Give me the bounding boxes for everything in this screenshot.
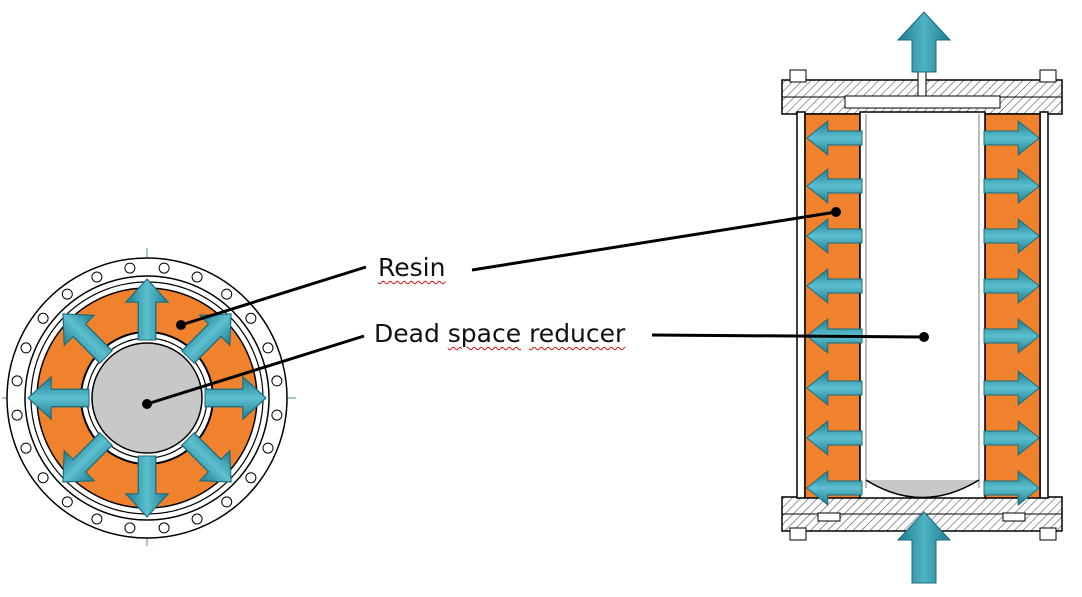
bolt-holes xyxy=(11,262,283,534)
bolt-hole xyxy=(37,472,49,484)
top-plate xyxy=(844,95,1001,109)
dead-space-word2: space xyxy=(447,319,522,348)
dead-space-reducer-core xyxy=(91,342,203,454)
bolt-hole xyxy=(262,442,274,454)
bolt-hole xyxy=(271,409,283,421)
bolt-hole xyxy=(221,496,233,508)
bolt-hole xyxy=(91,271,103,283)
resin-leader-right xyxy=(471,210,837,272)
dead-space-word1: Dead xyxy=(374,319,448,348)
bolt-hole xyxy=(262,342,274,354)
cross-section-view xyxy=(2,248,296,546)
housing-wall-left xyxy=(796,111,806,499)
bolt-hole xyxy=(20,342,32,354)
resin-leader-left xyxy=(180,265,367,327)
longitudinal-section-view xyxy=(781,11,1063,584)
bolt-hole xyxy=(91,513,103,525)
bolt-hole xyxy=(271,375,283,387)
inlet-arrow-icon xyxy=(896,511,952,584)
bolt-hole xyxy=(61,496,73,508)
bottom-bolt-1 xyxy=(789,527,807,541)
bolt-hole xyxy=(11,409,23,421)
bolt-hole xyxy=(191,513,203,525)
dead-space-reducer-tube xyxy=(859,111,986,499)
dead-space-reducer-label: Dead space reducer xyxy=(374,319,625,348)
top-bolt-1 xyxy=(789,69,807,83)
resin-label: Resin xyxy=(378,253,445,282)
bolt-hole xyxy=(158,522,170,534)
reducer-end-cap xyxy=(865,479,980,499)
bolt-hole xyxy=(158,262,170,274)
housing-wall-right xyxy=(1039,111,1049,499)
bolt-hole xyxy=(191,271,203,283)
resin-label-text: Resin xyxy=(378,253,446,282)
bolt-hole xyxy=(37,312,49,324)
bolt-hole xyxy=(245,472,257,484)
bolt-hole xyxy=(61,288,73,300)
bolt-hole xyxy=(221,288,233,300)
bolt-hole xyxy=(245,312,257,324)
bolt-hole xyxy=(124,262,136,274)
bolt-hole xyxy=(124,522,136,534)
reducer-leader-right xyxy=(651,333,925,339)
reducer-leader-left xyxy=(146,334,365,406)
outlet-arrow-icon xyxy=(896,11,952,73)
top-bolt-2 xyxy=(1039,69,1057,83)
bolt-hole xyxy=(20,442,32,454)
dead-space-word3: reducer xyxy=(529,319,626,348)
bolt-hole xyxy=(11,375,23,387)
bottom-bolt-2 xyxy=(1039,527,1057,541)
